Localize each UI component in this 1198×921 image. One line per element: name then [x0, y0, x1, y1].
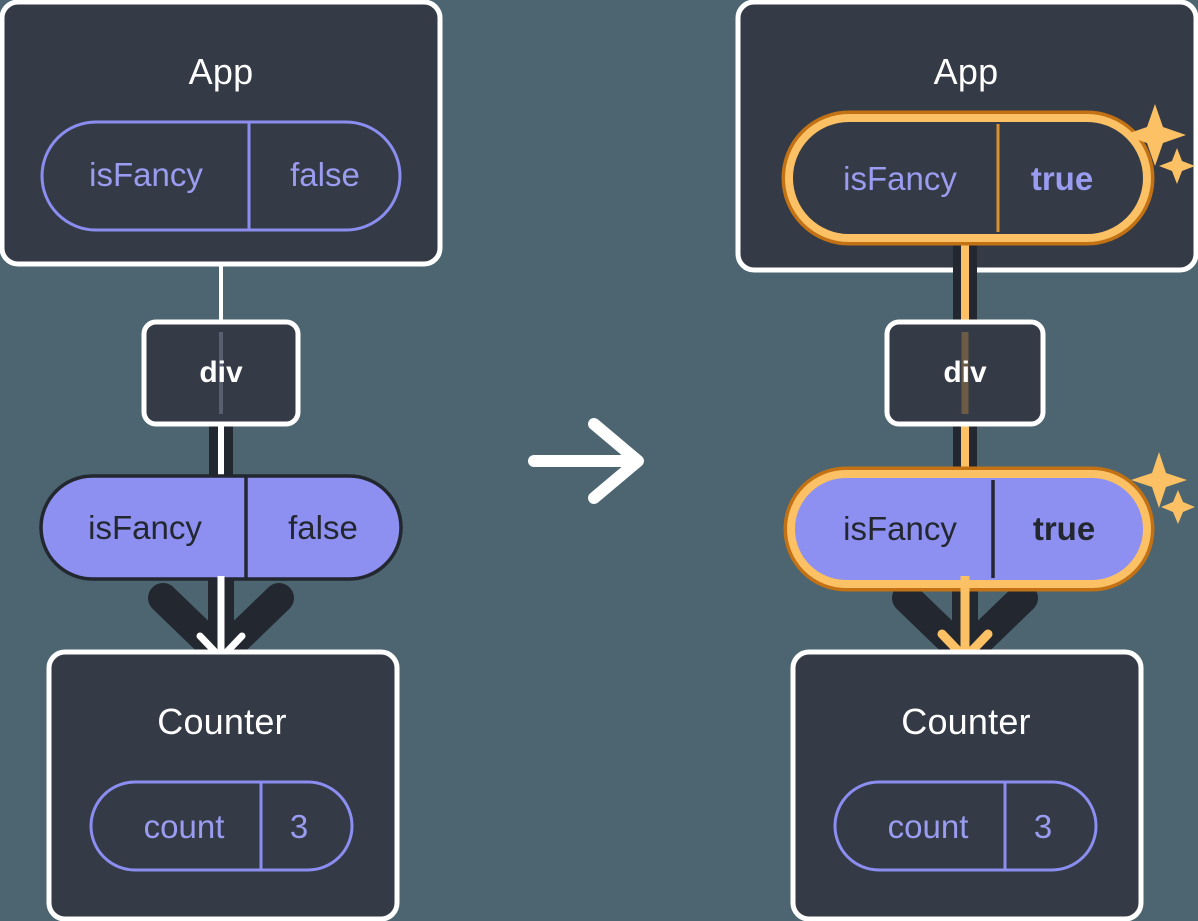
passed-prop-key-left: isFancy — [88, 509, 202, 546]
counter-title-right: Counter — [901, 701, 1031, 742]
passed-prop-value-left: false — [288, 509, 358, 546]
app-prop-key-left: isFancy — [89, 156, 203, 193]
counter-prop-key-left: count — [143, 808, 225, 845]
counter-prop-value-left: 3 — [289, 808, 309, 845]
sparkle-icon-prop — [1131, 452, 1195, 524]
app-box-left — [0, 0, 443, 267]
app-title-left: App — [188, 51, 254, 92]
panel-after — [735, 0, 1198, 921]
div-tag-left: div — [199, 356, 243, 389]
app-prop-pill-left — [40, 120, 402, 232]
passed-prop-key-right: isFancy — [843, 510, 957, 547]
sparkle-icon-app — [1124, 104, 1195, 184]
transition-arrow — [528, 418, 644, 504]
counter-prop-pill-right — [833, 780, 1098, 872]
counter-prop-value-right: 3 — [1033, 808, 1053, 845]
counter-box-right — [790, 649, 1144, 921]
div-tag-right: div — [943, 356, 987, 389]
passed-prop-value-right: true — [1032, 510, 1096, 547]
app-prop-value-left: false — [290, 156, 360, 193]
app-prop-key-right: isFancy — [843, 160, 957, 197]
panel-before — [0, 0, 443, 921]
app-prop-pill-highlight-inner-right — [785, 114, 1151, 242]
app-title-right: App — [933, 51, 999, 92]
app-prop-value-right: true — [1030, 160, 1094, 197]
counter-box-left — [46, 649, 400, 921]
counter-prop-key-right: count — [887, 808, 969, 845]
counter-prop-pill-left — [89, 780, 354, 872]
counter-title-left: Counter — [157, 701, 287, 742]
